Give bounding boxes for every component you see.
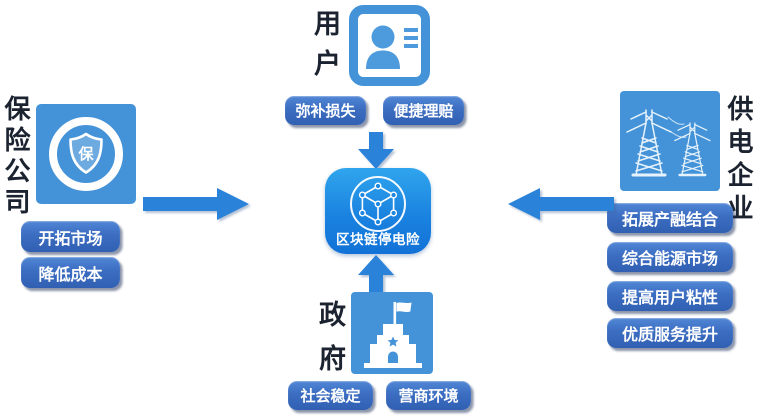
- user-profile-icon: [347, 3, 432, 88]
- benefit-pill-user-2: 便捷理赔: [383, 96, 464, 125]
- blockchain-app-icon: 区块链停电险: [325, 168, 431, 254]
- government-building-icon: [351, 292, 433, 374]
- transmission-towers-icon-svg: [620, 91, 720, 191]
- benefit-pill-user-1: 弥补损失: [285, 96, 366, 125]
- arrow-user-to-center: [358, 132, 394, 169]
- benefit-pill-power-2: 综合能源市场: [607, 242, 733, 272]
- insurance-shield-icon: 保: [36, 104, 136, 204]
- transmission-towers-icon: [620, 91, 720, 191]
- benefit-pill-insurance-2: 降低成本: [21, 257, 120, 288]
- benefit-pill-power-3: 提高用户粘性: [607, 281, 733, 311]
- benefit-pill-power-4: 优质服务提升: [607, 318, 733, 348]
- shield-character: 保: [77, 145, 94, 163]
- center-app-label: 区块链停电险: [336, 232, 420, 247]
- arrow-insurance-to-center: [143, 188, 249, 220]
- user-section-title: 用户: [310, 9, 340, 89]
- arrow-power-to-center: [508, 188, 614, 220]
- benefit-pill-insurance-1: 开拓市场: [21, 221, 120, 252]
- government-section-title: 政府: [315, 300, 345, 388]
- insurance-section-title: 保险公司: [1, 95, 31, 219]
- benefit-pill-power-1: 拓展产融结合: [607, 203, 733, 233]
- benefit-pill-government-2: 营商环境: [386, 381, 471, 410]
- government-building-icon-svg: [351, 292, 433, 374]
- benefit-pill-government-1: 社会稳定: [288, 381, 373, 410]
- arrow-government-to-center: [358, 255, 394, 292]
- insurance-shield-icon-svg: 保: [36, 104, 136, 204]
- user-profile-icon-svg: [349, 5, 430, 86]
- blockchain-network-icon: [350, 176, 406, 232]
